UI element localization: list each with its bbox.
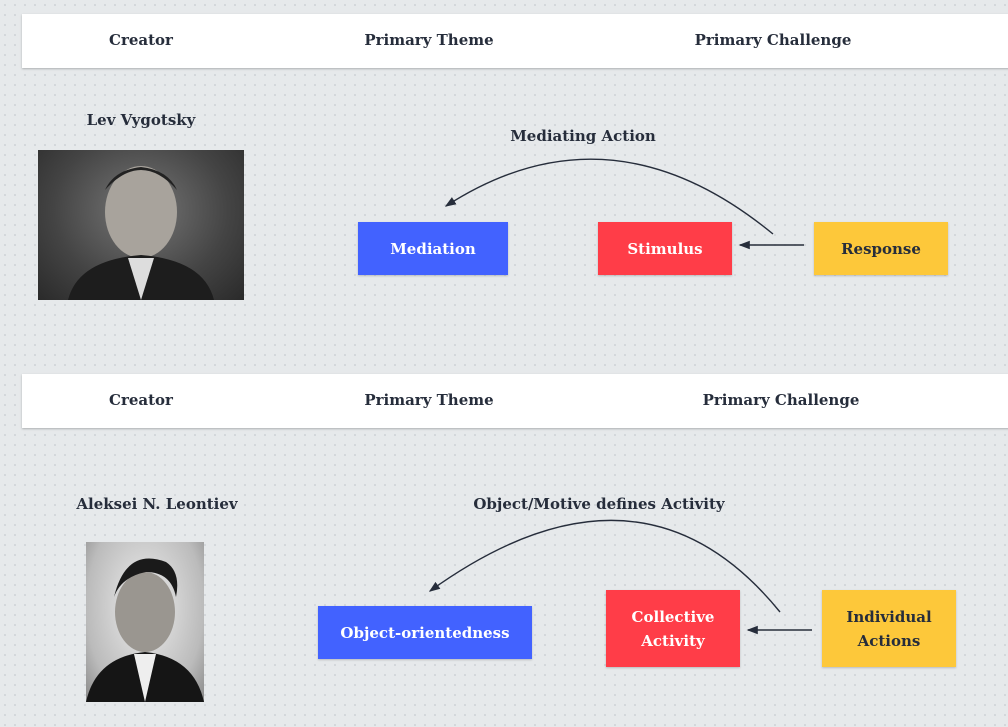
collective-activity-box[interactable]: Collective Activity xyxy=(606,590,740,667)
theme-box[interactable]: Mediation xyxy=(358,222,508,275)
arc-label: Mediating Action xyxy=(510,127,656,145)
theme-box[interactable]: Object-orientedness xyxy=(318,606,532,659)
arc-arrow xyxy=(444,158,774,235)
arc-arrow xyxy=(428,519,781,613)
header-creator: Creator xyxy=(109,31,173,49)
header-primary-theme: Primary Theme xyxy=(364,31,494,49)
creator-name: Lev Vygotsky xyxy=(86,111,196,129)
header-creator: Creator xyxy=(109,391,173,409)
header-row-1: Creator Primary Theme Primary Challenge xyxy=(22,14,1008,68)
creator-photo xyxy=(86,542,204,702)
header-primary-theme: Primary Theme xyxy=(364,391,494,409)
stimulus-box[interactable]: Stimulus xyxy=(598,222,732,275)
creator-photo xyxy=(38,150,244,300)
header-primary-challenge: Primary Challenge xyxy=(702,391,860,409)
portrait-silhouette-icon xyxy=(68,166,214,300)
individual-actions-box[interactable]: Individual Actions xyxy=(822,590,956,667)
header-row-2: Creator Primary Theme Primary Challenge xyxy=(22,374,1008,428)
header-primary-challenge: Primary Challenge xyxy=(694,31,852,49)
portrait-silhouette-icon xyxy=(86,558,204,702)
arc-label: Object/Motive defines Activity xyxy=(473,495,725,513)
response-box[interactable]: Response xyxy=(814,222,948,275)
creator-name: Aleksei N. Leontiev xyxy=(76,495,238,513)
